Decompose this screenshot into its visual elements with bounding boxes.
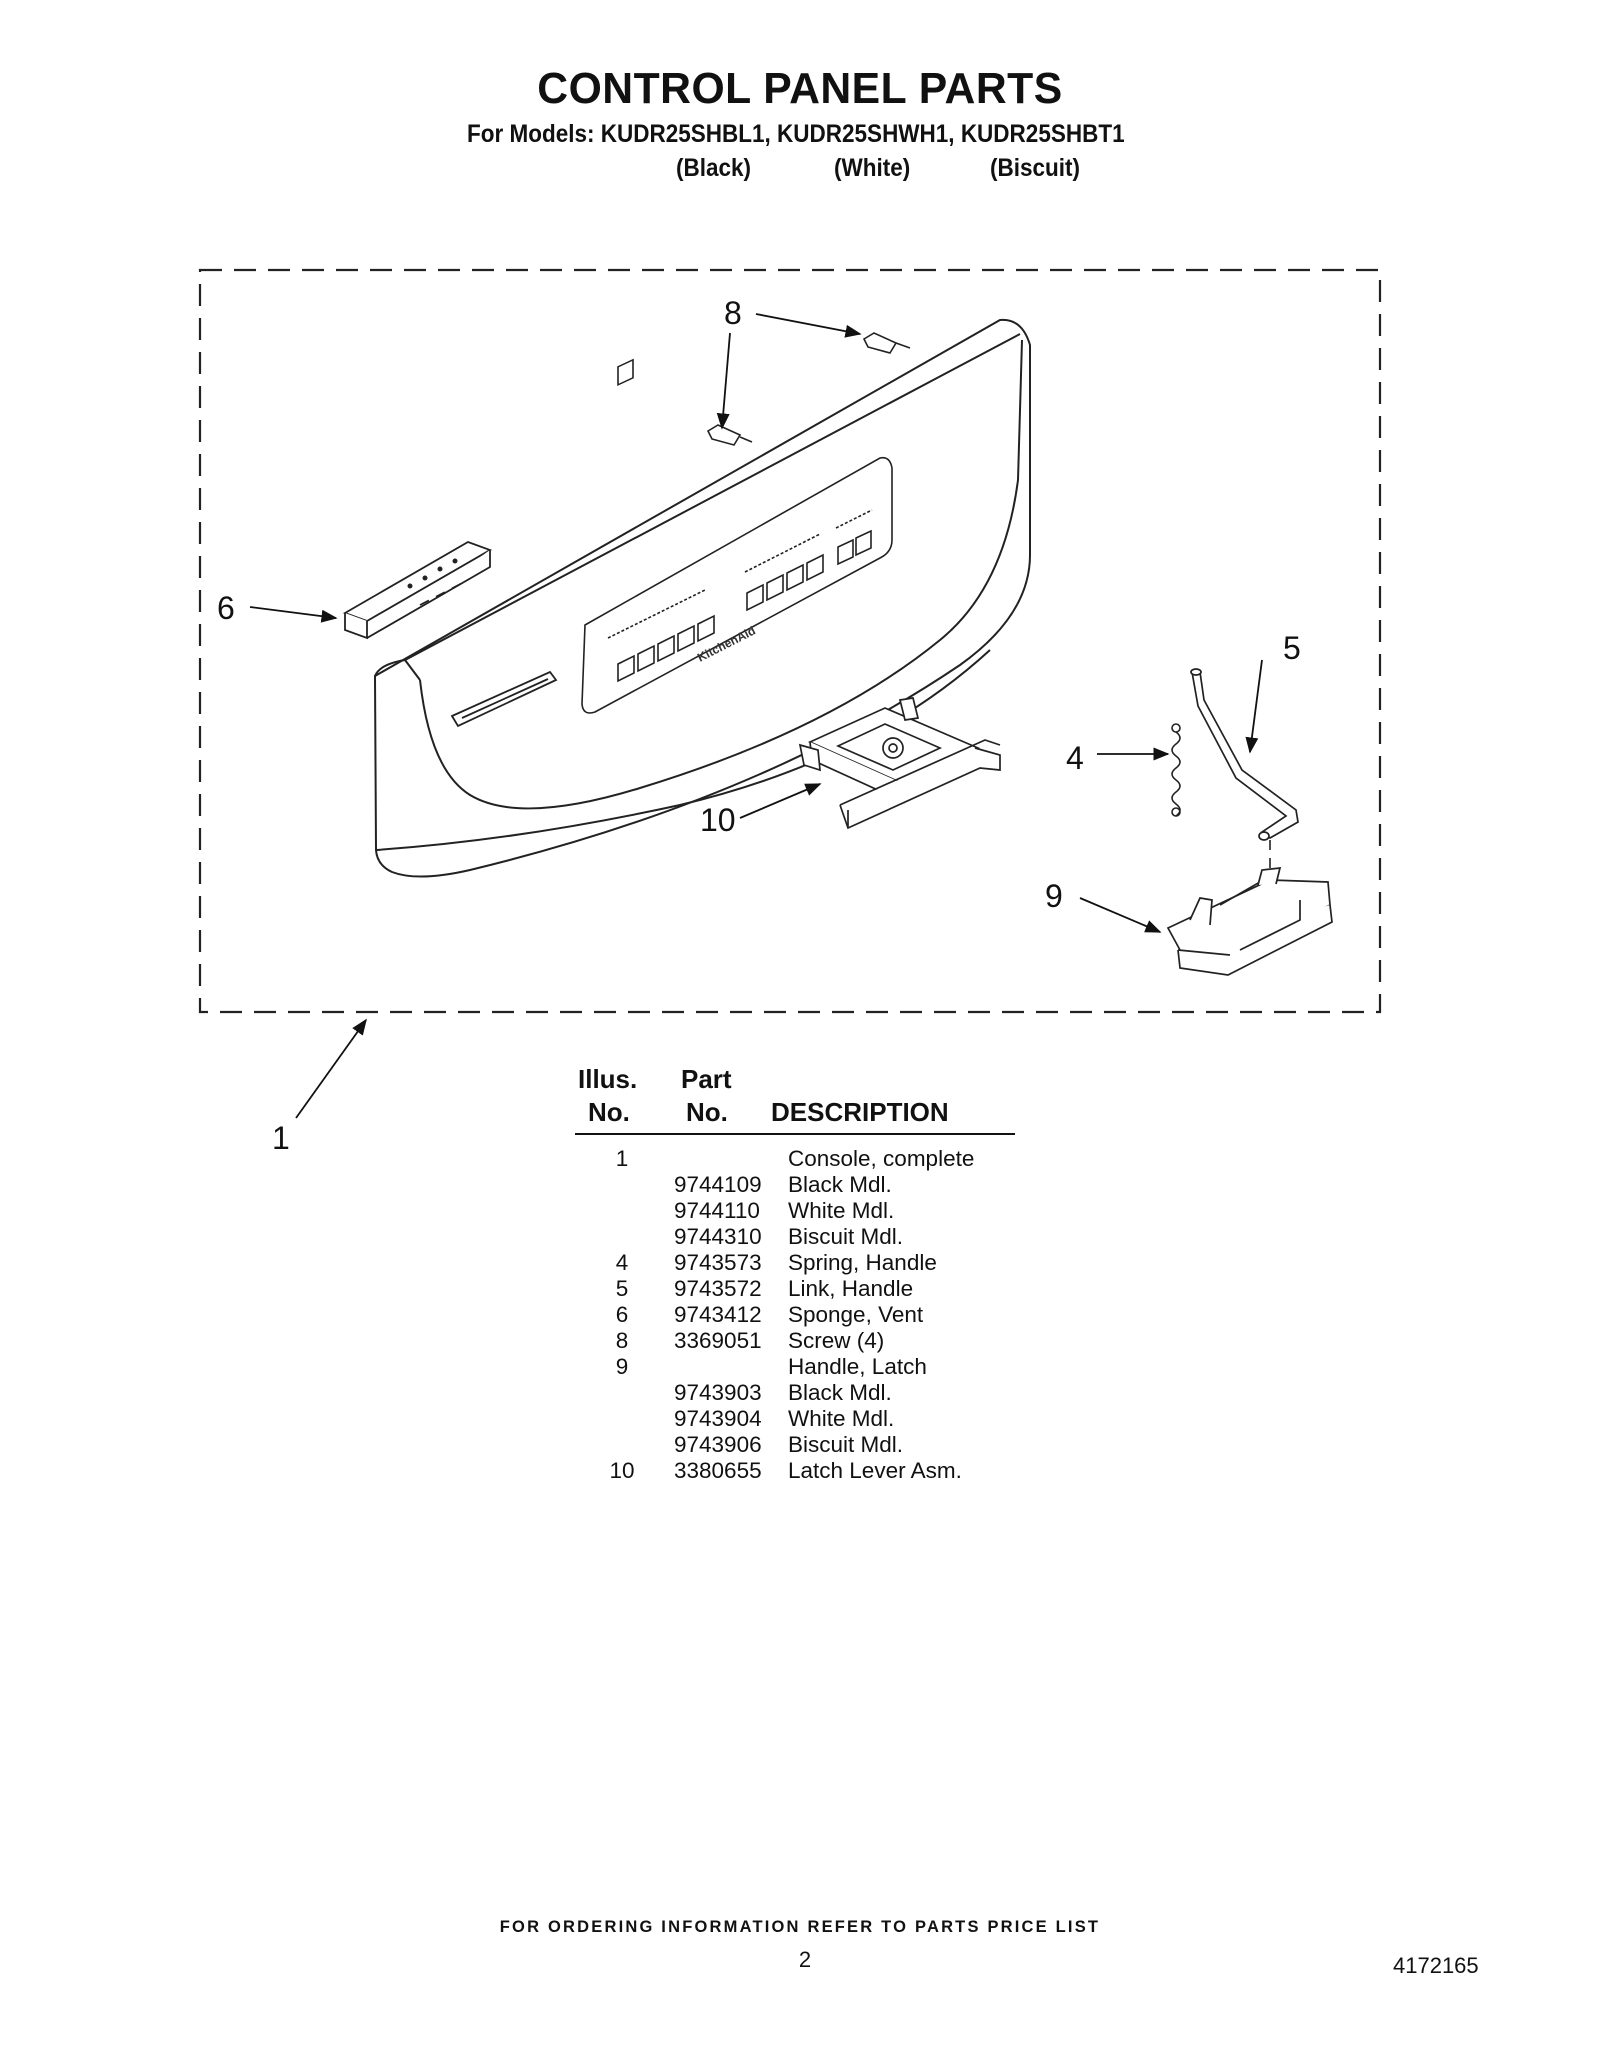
description: White Mdl. [788,1198,895,1223]
part-no: 9743904 [674,1406,762,1431]
callout-1: 1 [272,1120,290,1156]
variant-black: (Black) [676,154,752,182]
col-header-illus: Illus. [578,1064,638,1094]
description: Sponge, Vent [788,1302,924,1327]
part-no: 3380655 [674,1458,762,1483]
description: Latch Lever Asm. [788,1458,962,1483]
illus-no: 6 [615,1302,629,1327]
part-no: 9744110 [674,1198,760,1223]
part-no: 9744310 [674,1224,762,1249]
callout-6: 6 [217,590,235,626]
illus-no: 1 [615,1146,629,1171]
assembly-boundary [198,268,1382,1014]
part-no: 9743573 [674,1250,762,1275]
handle-latch [1166,867,1333,976]
illus-no: 10 [609,1458,635,1483]
keypad-buttons-right [837,529,872,566]
callout-5: 5 [1283,630,1301,666]
latch-lever-assembly [798,697,1001,830]
part-no: 3369051 [674,1328,762,1353]
ordering-note: FOR ORDERING INFORMATION REFER TO PARTS … [499,1918,1101,1936]
vent-sponge [342,541,493,640]
description: Spring, Handle [788,1250,937,1275]
illus-no: 9 [615,1354,629,1379]
description: Console, complete [788,1146,975,1171]
part-no: 9744109 [674,1172,762,1197]
handle-link [1190,668,1299,841]
keypad-buttons-middle [746,553,824,612]
part-no: 9743903 [674,1380,762,1405]
model-list: For Models: KUDR25SHBL1, KUDR25SHWH1, KU… [467,120,1125,148]
description: Black Mdl. [788,1172,892,1197]
document-number: 4172165 [1393,1953,1479,1978]
variant-white: (White) [834,154,911,182]
control-keypad [581,358,893,714]
keypad-buttons-left [617,614,715,683]
header-rule [575,1133,1015,1135]
description: Biscuit Mdl. [788,1224,904,1249]
col-header-illus-no: No. [588,1097,630,1127]
illus-no: 4 [615,1250,629,1275]
callout-8: 8 [724,295,742,331]
col-header-description: DESCRIPTION [771,1097,949,1127]
description: Black Mdl. [788,1380,892,1405]
description: Link, Handle [788,1276,914,1301]
callout-4: 4 [1066,740,1084,776]
part-no: 9743906 [674,1432,762,1457]
illus-no: 8 [615,1328,629,1353]
callout-9: 9 [1045,878,1063,914]
variant-biscuit: (Biscuit) [990,154,1080,182]
description: Biscuit Mdl. [788,1432,904,1457]
handle-spring [1171,723,1181,817]
console-vent [450,670,558,728]
part-no: 9743572 [674,1276,762,1301]
description: White Mdl. [788,1406,895,1431]
callout-10: 10 [700,802,736,838]
description: Handle, Latch [788,1354,927,1379]
col-header-part: Part [681,1064,732,1094]
col-header-part-no: No. [686,1097,728,1127]
page-number: 2 [798,1947,812,1972]
page-title: CONTROL PANEL PARTS [537,64,1063,113]
screw-left [706,424,753,446]
part-no: 9743412 [674,1302,762,1327]
screw-top [862,332,911,354]
illus-no: 5 [615,1276,629,1301]
description: Screw (4) [788,1328,885,1353]
